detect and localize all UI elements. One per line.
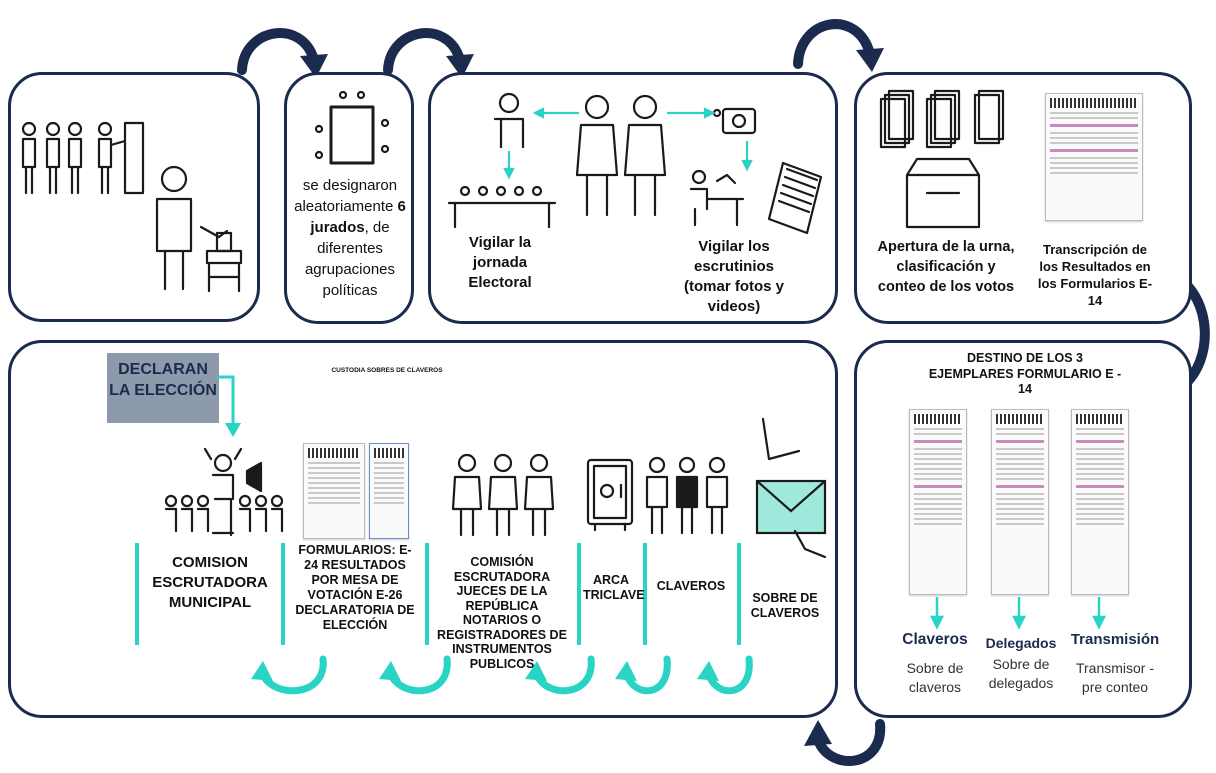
transcripcion-text: Transcripción de los Resultados en los F… <box>1037 242 1153 308</box>
teal-arrows <box>503 107 753 180</box>
step-divider <box>281 543 285 645</box>
witnesses-icon <box>575 94 667 217</box>
e26-form-thumbnail <box>369 443 409 539</box>
e14-form-thumbnail <box>1045 93 1143 221</box>
step-formularios: FORMULARIOS: E-24 RESULTADOS POR MESA DE… <box>295 543 415 632</box>
custodia-label: CUSTODIA SOBRES DE CLAVEROS <box>331 367 443 374</box>
panel-custodia: DECLARAN LA ELECCIÓN CUSTODIA SOBRES DE … <box>8 340 838 718</box>
scrutiny-desk-icon <box>689 169 745 227</box>
table-meeting-icon <box>314 90 390 165</box>
judges-icon <box>451 453 555 537</box>
e14-copy-claveros <box>909 409 967 595</box>
observer-icon <box>493 92 525 149</box>
panel-destino: DESTINO DE LOS 3 EJEMPLARES FORMULARIO E… <box>854 340 1192 718</box>
vigilar-jornada-text: Vigilar la jornada Electoral <box>468 234 532 291</box>
step-comision-jueces: COMISIÓN ESCRUTADORA JUECES DE LA REPÚBL… <box>437 555 567 671</box>
paper-stack-icon <box>767 161 823 235</box>
ballots-icon <box>879 89 1005 149</box>
flow-arrow-5 <box>804 719 886 766</box>
vigilar-escrutinios-text: Vigilar los escrutinios(tomar fotos y vi… <box>683 238 784 315</box>
flow-arrow-1 <box>237 28 328 78</box>
step-sobre-claveros: SOBRE DE CLAVEROS <box>750 591 820 620</box>
declaran-arrow <box>217 375 241 437</box>
step-comision-municipal: COMISION ESCRUTADORA MUNICIPAL <box>152 554 268 611</box>
destino-label-claveros: Claveros <box>902 631 968 648</box>
destino-label-delegados: Delegados <box>985 635 1057 651</box>
step-claveros: CLAVEROS <box>656 579 726 593</box>
flow-arrow-3 <box>793 19 884 72</box>
declaran-box: DECLARAN LA ELECCIÓN <box>107 353 219 423</box>
return-arrows <box>251 655 753 695</box>
step-arca-triclave: ARCA TRICLAVE <box>583 573 645 602</box>
jornada-table-icon <box>447 185 557 229</box>
step-divider <box>577 543 581 645</box>
e14-copy-transmision <box>1071 409 1129 595</box>
destino-sub-claveros: Sobre de claveros <box>906 660 964 695</box>
destino-sub-delegados: Sobre de delegados <box>988 656 1054 691</box>
step-divider <box>135 543 139 645</box>
flow-arrow-2 <box>383 28 474 78</box>
commission-icon <box>164 447 284 537</box>
panel-testigos: Vigilar la jornada Electoral Vigilar los… <box>428 72 838 324</box>
panel-urna: Apertura de la urna, clasificación y con… <box>854 72 1192 324</box>
voters-queue-icon <box>21 121 145 195</box>
apertura-text: Apertura de la urna, clasificación y con… <box>877 239 1015 295</box>
envelope-icon <box>755 417 827 559</box>
safe-icon <box>586 458 634 532</box>
voter-icon <box>155 165 193 291</box>
step-divider <box>737 543 741 645</box>
destino-label-transmision: Transmisión <box>1070 631 1160 648</box>
destino-arrows <box>929 597 1107 630</box>
ballot-box-icon <box>199 225 243 293</box>
e24-form-thumbnail <box>303 443 365 539</box>
urn-box-icon <box>905 157 981 229</box>
jurados-text: se designaron aleatoriamente 6 jurados, … <box>294 177 406 299</box>
claveros-icon <box>645 456 729 535</box>
step-divider <box>425 543 429 645</box>
panel-votacion <box>8 72 260 322</box>
e14-copy-delegados <box>991 409 1049 595</box>
destino-title: DESTINO DE LOS 3 EJEMPLARES FORMULARIO E… <box>928 351 1122 396</box>
panel-jurados: se designaron aleatoriamente 6 jurados, … <box>284 72 414 324</box>
destino-sub-transmision: Transmisor - pre conteo <box>1075 660 1155 695</box>
step-divider <box>643 543 647 645</box>
